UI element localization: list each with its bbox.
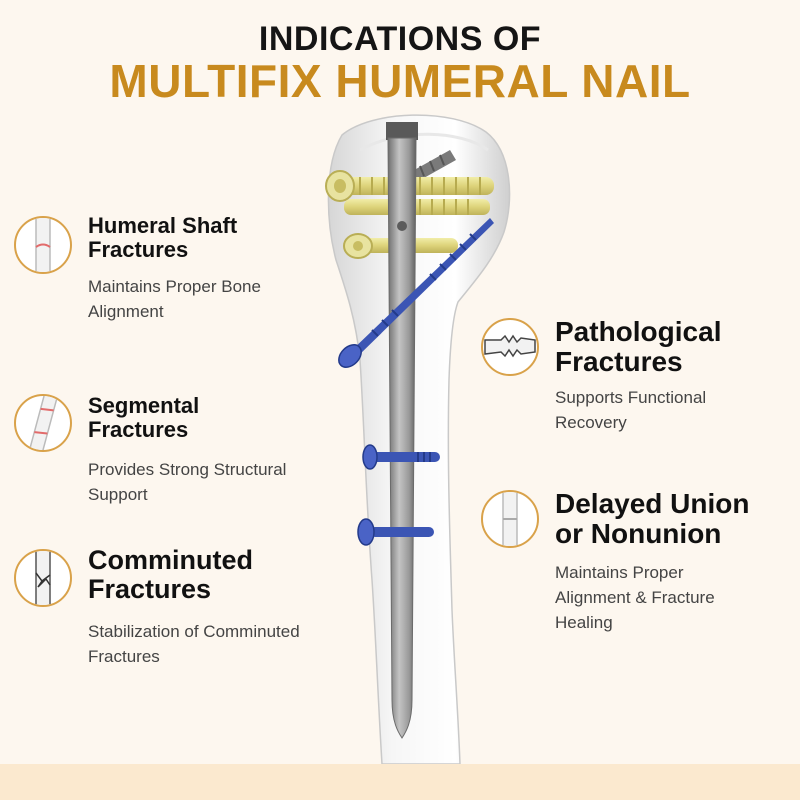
humerus-bone [327, 114, 511, 765]
indication-title-line: Pathological [555, 316, 722, 347]
indication-title-line: Fractures [88, 416, 189, 442]
indication-desc-line: Supports Functional [555, 388, 707, 407]
distal-screw-1 [362, 444, 440, 470]
pathological-fracture-icon [481, 318, 539, 376]
segmental-fracture-icon [14, 394, 72, 452]
page-title-line1: INDICATIONS OF [258, 20, 542, 58]
intramedullary-nail [386, 122, 418, 739]
indication-desc-line: Maintains Proper [555, 563, 684, 582]
indication-title-line: Comminuted [88, 545, 253, 575]
proximal-screw-2 [344, 199, 490, 215]
indication-desc-line: Alignment [88, 302, 164, 321]
humeral-shaft-fracture-icon [14, 216, 72, 274]
indication-desc-line: Fractures [88, 647, 160, 666]
indication-title-line: or Nonunion [555, 518, 722, 550]
page-title-line2: MULTIFIX HUMERAL NAIL [109, 55, 691, 107]
indication-desc-line: Support [88, 485, 148, 504]
indication-desc-line: Stabilization of Comminuted [88, 622, 300, 641]
indication-title-line: Fractures [555, 346, 683, 378]
indication-title-line: Fractures [88, 574, 212, 605]
footer-band [0, 764, 800, 800]
indication-title-line: Delayed Union [555, 488, 750, 519]
comminuted-fracture-icon [14, 549, 72, 607]
oblique-screw-blue [338, 218, 494, 368]
delayed-union-icon [481, 490, 539, 548]
indication-desc-line: Healing [555, 613, 613, 632]
indication-desc-line: Recovery [555, 413, 627, 432]
indication-title-line: Humeral Shaft [88, 213, 238, 238]
indication-title-line: Segmental [88, 393, 200, 418]
indication-title-line: Fractures [88, 236, 189, 262]
indication-desc-line: Alignment & Fracture [555, 588, 715, 607]
distal-screw-2 [357, 518, 434, 546]
indication-desc-line: Maintains Proper Bone [88, 277, 261, 296]
indication-desc-line: Provides Strong Structural [88, 460, 287, 479]
